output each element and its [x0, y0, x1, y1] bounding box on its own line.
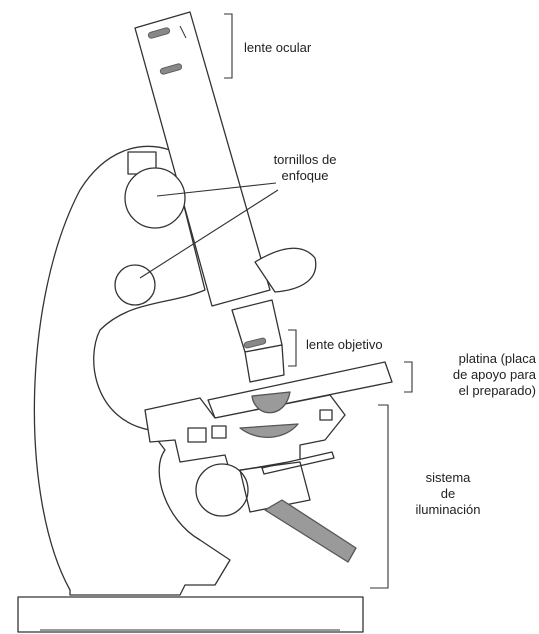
mirror-lamp: [265, 500, 356, 562]
label-focus-line-1: tornillos de: [250, 152, 360, 168]
fine-focus-knob: [115, 265, 155, 305]
stage-clip-2: [212, 426, 226, 438]
ocular-bracket: [224, 14, 232, 78]
microscope-base: [18, 597, 363, 632]
objective-bracket: [288, 330, 296, 366]
label-objective-lens: lente objetivo: [306, 337, 383, 353]
label-stage-line-1: platina (placa: [418, 351, 536, 367]
coarse-focus-knob: [125, 168, 185, 228]
label-illumination-line-2: de: [398, 486, 498, 502]
stage-bracket: [404, 362, 412, 392]
label-stage-line-3: el preparado): [418, 383, 536, 399]
stage-clip-3: [320, 410, 332, 420]
label-illumination-line-3: iluminación: [398, 502, 498, 518]
label-illumination-line-1: sistema: [398, 470, 498, 486]
objective-tip: [245, 345, 284, 382]
illumination-bracket: [370, 405, 388, 588]
label-illumination: sistema de iluminación: [398, 470, 498, 518]
label-focus-screws: tornillos de enfoque: [250, 152, 360, 184]
label-focus-line-2: enfoque: [250, 168, 360, 184]
label-ocular-lens: lente ocular: [244, 40, 311, 56]
label-stage: platina (placa de apoyo para el preparad…: [418, 351, 536, 399]
stage-clip-1: [188, 428, 206, 442]
label-stage-line-2: de apoyo para: [418, 367, 536, 383]
